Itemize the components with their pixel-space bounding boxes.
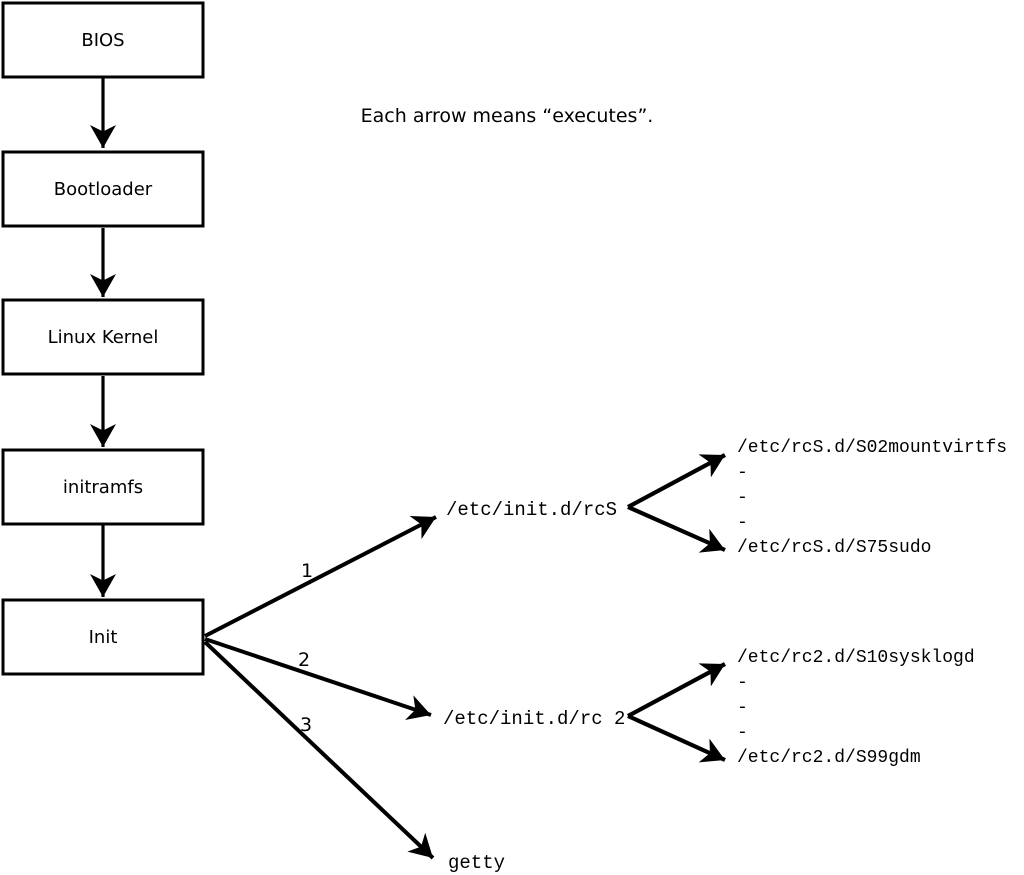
rcS-file-item: /etc/rcS.d/S02mountvirtfs — [737, 438, 1007, 458]
node-bootloader: Bootloader — [1, 150, 205, 228]
arrow-rcS-to-first-script — [627, 453, 726, 509]
linux-kernel-label: Linux Kernel — [48, 327, 159, 348]
init-box — [1, 598, 205, 676]
rc2-file-item: /etc/rc2.d/S10sysklogd — [737, 648, 975, 668]
getty-label: getty — [448, 852, 505, 874]
bios-label: BIOS — [81, 30, 124, 51]
bios-box — [1, 1, 205, 79]
branch-getty: 3 getty — [203, 640, 505, 874]
rcS-file-item: /etc/rcS.d/S75sudo — [737, 538, 931, 558]
rc2-file-item: - — [737, 723, 748, 743]
branch-3-number: 3 — [300, 714, 312, 736]
init-label: Init — [89, 627, 118, 648]
arrow-rc2-to-first-script — [627, 662, 726, 718]
rc2-file-item: /etc/rc2.d/S99gdm — [737, 748, 921, 768]
initramfs-label: initramfs — [63, 477, 143, 498]
arrow-init-to-getty — [203, 640, 435, 860]
branch-2-number: 2 — [298, 649, 310, 671]
branch-1-number: 1 — [301, 560, 313, 582]
caption: Each arrow means “executes”. — [361, 105, 654, 127]
node-bios: BIOS — [1, 1, 205, 79]
linux-kernel-box — [1, 298, 205, 376]
bootloader-box — [1, 150, 205, 228]
arrow-rc2-to-last-script — [627, 714, 726, 763]
rcS-label: /etc/init.d/rcS — [446, 499, 617, 521]
branch-rcS: 1 /etc/init.d/rcS /etc/rcS.d/S02mountvir… — [204, 438, 1007, 638]
rc2-file-item: - — [737, 673, 748, 693]
branch-rc2: 2 /etc/init.d/rc 2 /etc/rc2.d/S10sysklog… — [204, 637, 975, 768]
rcS-file-item: - — [737, 463, 748, 483]
node-linux-kernel: Linux Kernel — [1, 298, 205, 376]
bootloader-label: Bootloader — [54, 179, 153, 200]
node-init: Init — [1, 598, 205, 676]
rcS-file-item: - — [737, 513, 748, 533]
arrow-init-to-rc2 — [204, 637, 432, 720]
arrow-init-to-rcS — [204, 515, 437, 638]
rc2-file-list: /etc/rc2.d/S10sysklogd - - - /etc/rc2.d/… — [737, 648, 975, 768]
rcS-file-list: /etc/rcS.d/S02mountvirtfs - - - /etc/rcS… — [737, 438, 1007, 558]
rcS-file-item: - — [737, 488, 748, 508]
rc2-label: /etc/init.d/rc 2 — [443, 708, 625, 730]
node-initramfs: initramfs — [1, 448, 205, 526]
arrow-rcS-to-last-script — [627, 505, 726, 553]
rc2-file-item: - — [737, 698, 748, 718]
initramfs-box — [1, 448, 205, 526]
